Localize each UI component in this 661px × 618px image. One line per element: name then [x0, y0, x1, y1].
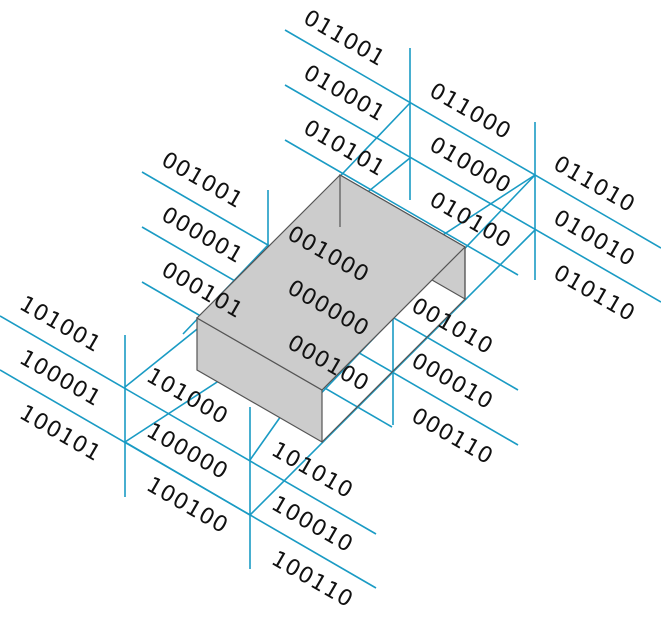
- bottom-grid-line-3: [124, 441, 251, 516]
- bottom-grid-line-1: [0, 315, 377, 535]
- top-grid-line-2: [284, 84, 661, 303]
- top-grid-line-1: [284, 29, 661, 249]
- connect-line-2: [249, 229, 536, 516]
- bottom-layer-grid: [0, 315, 377, 589]
- block-edge-diag: [321, 298, 466, 443]
- block-top-face: [196, 174, 466, 391]
- selected-block: [196, 173, 466, 444]
- top-layer-grid: [284, 29, 661, 303]
- top-grid-line-3: [284, 139, 519, 276]
